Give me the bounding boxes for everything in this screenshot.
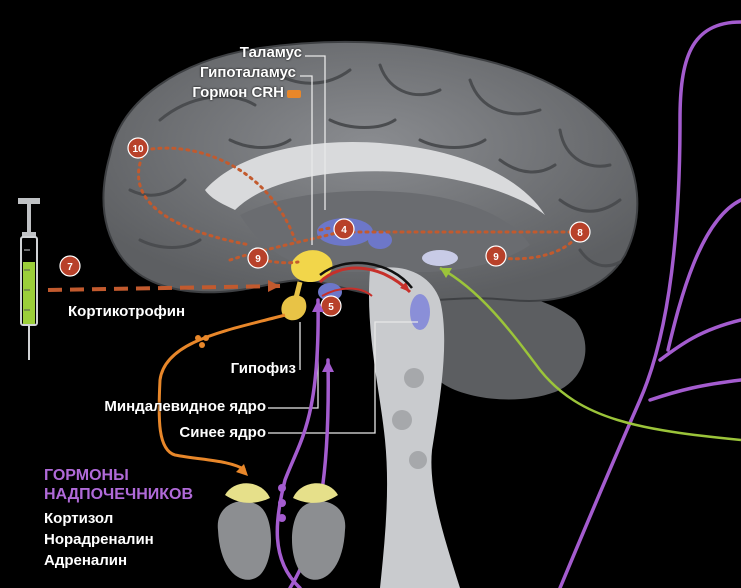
adrenal-hormones-list: Кортизол Норадреналин Адреналин	[44, 508, 154, 571]
hormone-item: Норадреналин	[44, 529, 154, 550]
syringe-icon	[18, 198, 40, 360]
crh-pathway	[159, 315, 285, 470]
brainstem-nucleus	[409, 451, 427, 469]
pituitary-structure	[281, 295, 306, 320]
pituitary-stalk	[296, 282, 300, 298]
brainstem-nucleus	[404, 368, 424, 388]
thalamus-label: Таламус	[190, 44, 302, 61]
marker-9a: 9	[248, 248, 268, 268]
nucleus-right	[422, 250, 458, 266]
locus-coeruleus-label: Синее ядро	[120, 424, 266, 441]
brainstem-nucleus	[392, 410, 412, 430]
pituitary-label: Гипофиз	[150, 360, 296, 377]
amygdala-label: Миндалевидное ядро	[40, 398, 266, 415]
marker-4-label: 4	[341, 225, 347, 236]
hormone-item: Кортизол	[44, 508, 154, 529]
corticotropin-label: Кортикотрофин	[68, 303, 185, 320]
hypothalamus-label: Гипоталамус	[150, 64, 296, 81]
arrowhead	[322, 360, 334, 372]
adrenal-hormones-title-line1: ГОРМОНЫ	[44, 466, 193, 485]
marker-5: 5	[321, 296, 341, 316]
marker-10: 10	[128, 138, 148, 158]
marker-5-label: 5	[328, 302, 334, 313]
marker-8: 8	[570, 222, 590, 242]
crh-marker	[287, 90, 301, 98]
marker-9b: 9	[486, 246, 506, 266]
striatum-structure	[368, 231, 392, 249]
marker-8-label: 8	[577, 228, 583, 239]
marker-9b-label: 9	[493, 252, 499, 263]
crh-hormone-label: Гормон CRH	[150, 84, 284, 101]
adrenal-hormones-title-line2: НАДПОЧЕЧНИКОВ	[44, 485, 193, 504]
adrenal-hormones-title: ГОРМОНЫ НАДПОЧЕЧНИКОВ	[44, 466, 193, 504]
marker-7: 7	[60, 256, 80, 276]
marker-7-label: 7	[67, 262, 73, 273]
locus-structure	[410, 294, 430, 330]
hormone-item: Адреналин	[44, 550, 154, 571]
marker-10-label: 10	[132, 144, 144, 155]
marker-4: 4	[334, 219, 354, 239]
cerebellum	[422, 292, 586, 400]
marker-9a-label: 9	[255, 254, 261, 265]
